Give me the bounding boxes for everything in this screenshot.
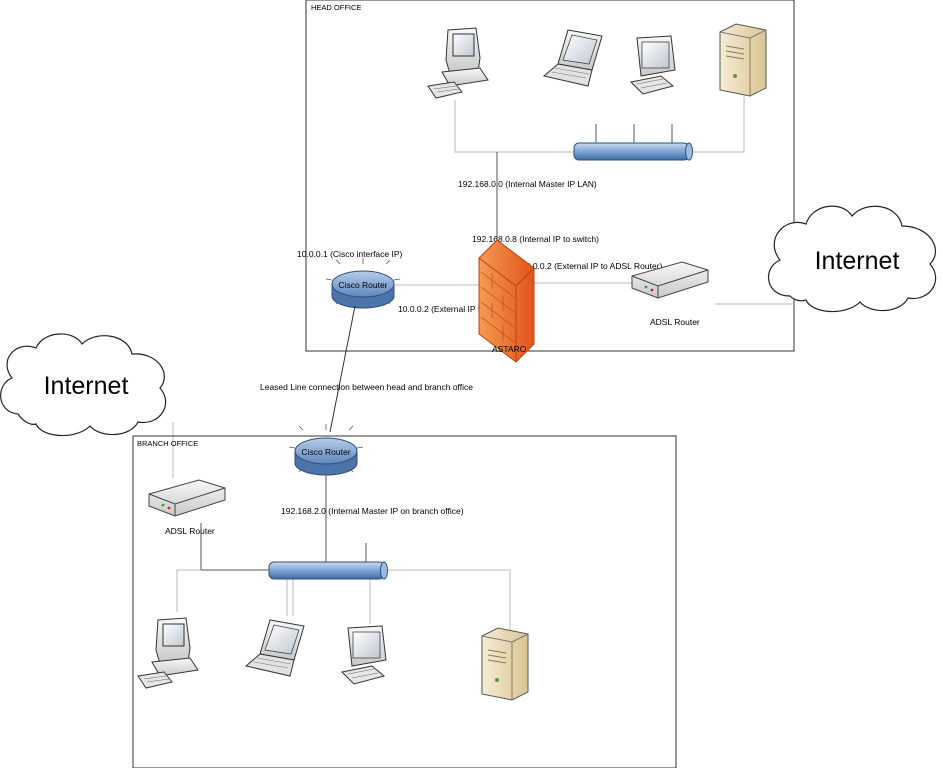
internet-label-left: Internet — [44, 372, 129, 400]
branch-adsl-router-icon — [148, 479, 226, 517]
head-office-title: HEAD OFFICE — [311, 3, 361, 12]
head-lan-wires — [395, 90, 794, 305]
branch-router-label: Cisco Router — [301, 447, 350, 457]
branch-desktop-icon — [137, 617, 199, 689]
head-office-frame — [305, 0, 795, 352]
branch-adsl-label: ADSL Router — [165, 526, 215, 536]
head-lan-ip-label: 192.168.0.0 (Internal Master IP LAN) — [458, 179, 597, 189]
leased-line — [329, 305, 356, 433]
head-cisco-router: Cisco Router — [325, 258, 401, 309]
branch-lan-ip-label: 192.168.2.0 (Internal Master IP on branc… — [281, 506, 464, 516]
internet-cloud-right: Internet — [767, 205, 937, 313]
branch-office-frame — [132, 435, 677, 768]
head-router-label: Cisco Router — [338, 280, 387, 290]
firewall-label: ASTARO — [492, 344, 527, 354]
leased-line-label: Leased Line connection between head and … — [260, 382, 473, 392]
head-laptop-icon — [543, 29, 603, 87]
head-monitor-icon — [630, 35, 676, 95]
branch-lan-wires — [176, 475, 511, 630]
head-server-icon — [719, 23, 767, 97]
branch-laptop-icon — [245, 619, 305, 677]
head-desktop-icon — [427, 27, 489, 99]
head-adsl-ext-ip-label: 10.0.0.2 (External IP to ADSL Router) — [521, 261, 662, 271]
firewall-icon — [478, 239, 535, 363]
branch-server-icon — [481, 627, 529, 701]
internet-label-right: Internet — [815, 247, 900, 275]
branch-switch-bus — [268, 561, 388, 580]
head-cisco-ext-ip-label: 10.0.0.2 (External IP to cisco) — [398, 304, 510, 314]
branch-monitor-icon — [341, 625, 387, 685]
head-adsl-label: ADSL Router — [650, 317, 700, 327]
head-switch-bus — [573, 142, 693, 161]
head-switch-ip-label: 192.168.0.8 (Internal IP to switch) — [472, 234, 599, 244]
branch-cisco-router: Cisco Router — [288, 424, 364, 476]
head-cisco-iface-ip-label: 10.0.0.1 (Cisco interface IP) — [297, 249, 403, 259]
internet-cloud-left: Internet — [0, 333, 167, 437]
branch-office-title: BRANCH OFFICE — [137, 439, 198, 448]
